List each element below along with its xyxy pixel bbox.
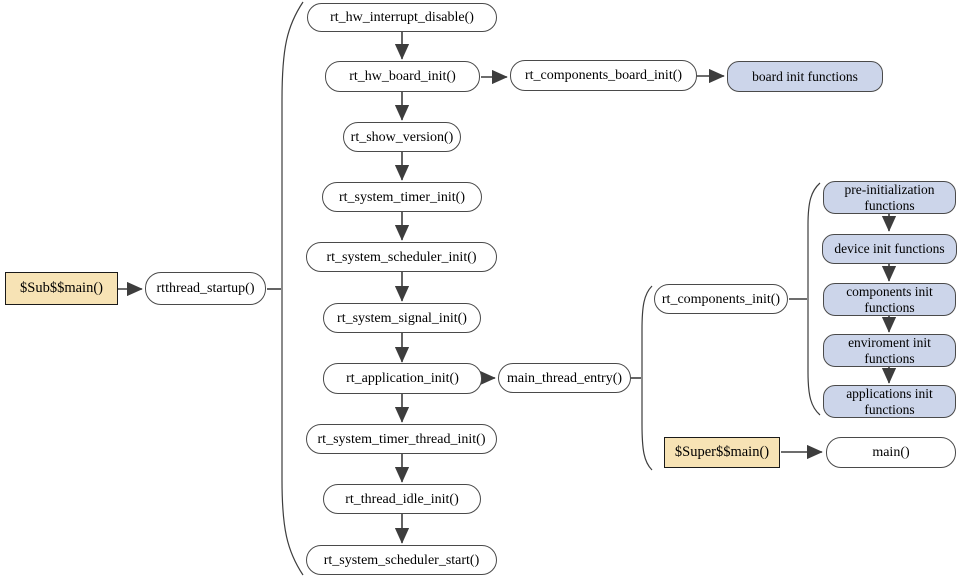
node-sub-main: $Sub$$main() xyxy=(5,272,118,305)
node-system-timer-thread-init: rt_system_timer_thread_init() xyxy=(306,424,497,454)
node-components-init-functions: components init functions xyxy=(823,283,956,316)
node-components-board-init: rt_components_board_init() xyxy=(510,60,697,91)
node-thread-idle-init: rt_thread_idle_init() xyxy=(323,484,481,514)
node-hw-board-init: rt_hw_board_init() xyxy=(325,61,480,92)
node-system-scheduler-start: rt_system_scheduler_start() xyxy=(306,545,497,575)
node-components-init: rt_components_init() xyxy=(654,284,788,314)
startup-group-bracket xyxy=(281,1,304,576)
node-board-init-functions: board init functions xyxy=(727,61,883,92)
node-super-main: $Super$$main() xyxy=(664,437,780,468)
node-application-init: rt_application_init() xyxy=(323,363,482,394)
node-device-init-functions: device init functions xyxy=(822,234,957,264)
main-thread-group-bracket xyxy=(641,285,653,471)
node-rtthread-startup: rtthread_startup() xyxy=(145,272,266,305)
node-system-timer-init: rt_system_timer_init() xyxy=(322,182,482,212)
node-applications-init-functions: applications init functions xyxy=(823,385,956,418)
node-enviroment-init-functions: enviroment init functions xyxy=(823,334,956,367)
node-hw-interrupt-disable: rt_hw_interrupt_disable() xyxy=(307,3,497,32)
node-show-version: rt_show_version() xyxy=(343,122,461,152)
components-group-bracket xyxy=(807,182,821,416)
node-main-thread-entry: main_thread_entry() xyxy=(498,363,631,393)
node-pre-initialization-functions: pre-initialization functions xyxy=(823,181,956,214)
node-system-signal-init: rt_system_signal_init() xyxy=(323,303,481,333)
node-main: main() xyxy=(826,437,956,468)
node-system-scheduler-init: rt_system_scheduler_init() xyxy=(306,242,497,272)
